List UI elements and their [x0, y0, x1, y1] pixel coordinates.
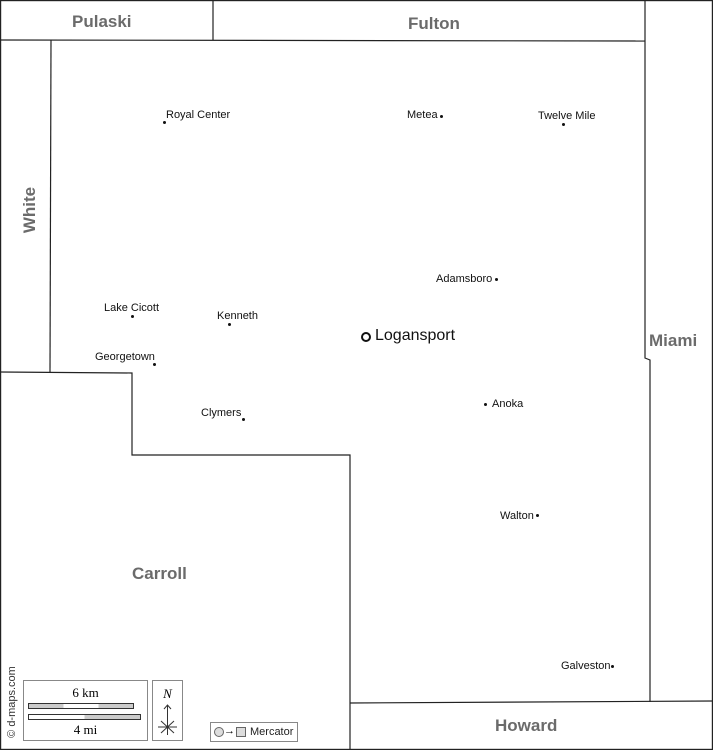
- city-dot: [536, 514, 539, 517]
- city-label[interactable]: Lake Cicott: [104, 302, 160, 314]
- flat-map-icon: [236, 727, 246, 737]
- city-dot: [131, 315, 134, 318]
- county-label-miami: Miami: [649, 331, 698, 350]
- scale-km-label: 6 km: [72, 685, 99, 700]
- city-label-logansport[interactable]: Logansport: [375, 327, 456, 344]
- city-label[interactable]: Twelve Mile: [538, 110, 596, 122]
- projection-box: → Mercator: [210, 722, 298, 742]
- county-seat-marker: [361, 332, 371, 342]
- city-label[interactable]: Clymers: [201, 407, 242, 419]
- city-label[interactable]: Georgetown: [95, 351, 155, 363]
- city-label[interactable]: Walton: [500, 510, 534, 522]
- city-label[interactable]: Metea: [407, 109, 438, 121]
- city-dot: [484, 403, 487, 406]
- city-label[interactable]: Galveston: [561, 660, 611, 672]
- city-dot: [495, 278, 498, 281]
- city-dot: [440, 115, 443, 118]
- north-arrow-box: N: [152, 680, 183, 741]
- north-label: N: [163, 686, 172, 701]
- county-label-fulton: Fulton: [408, 14, 460, 33]
- city-label[interactable]: Kenneth: [217, 310, 258, 322]
- border-carroll: [0, 371, 351, 750]
- city-dot: [228, 323, 231, 326]
- city-dot: [611, 665, 614, 668]
- arrow-icon: →: [224, 725, 235, 737]
- county-label-carroll: Carroll: [132, 564, 187, 583]
- city-label[interactable]: Anoka: [492, 398, 524, 410]
- border-north: [0, 39, 646, 42]
- county-label-pulaski: Pulaski: [72, 12, 132, 31]
- city-label[interactable]: Royal Center: [166, 109, 231, 121]
- city-dot: [163, 121, 166, 124]
- border-miami: [644, 0, 651, 702]
- scale-bar-mi: [28, 714, 141, 720]
- scale-box: 6 km 4 mi: [23, 680, 148, 741]
- city-dot: [562, 123, 565, 126]
- border-howard: [349, 700, 713, 704]
- county-label-white: White: [20, 186, 39, 234]
- credit-text: © d-maps.com: [6, 666, 18, 738]
- scale-bar-km: [28, 703, 134, 709]
- county-label-howard: Howard: [495, 716, 558, 735]
- city-dot: [242, 418, 245, 421]
- projection-label: Mercator: [250, 726, 294, 738]
- globe-icon: [214, 727, 224, 737]
- city-label[interactable]: Adamsboro: [436, 273, 493, 285]
- scale-mi-label: 4 mi: [73, 722, 98, 737]
- border-white: [49, 39, 52, 373]
- compass-icon: [158, 704, 177, 735]
- city-dot: [153, 363, 156, 366]
